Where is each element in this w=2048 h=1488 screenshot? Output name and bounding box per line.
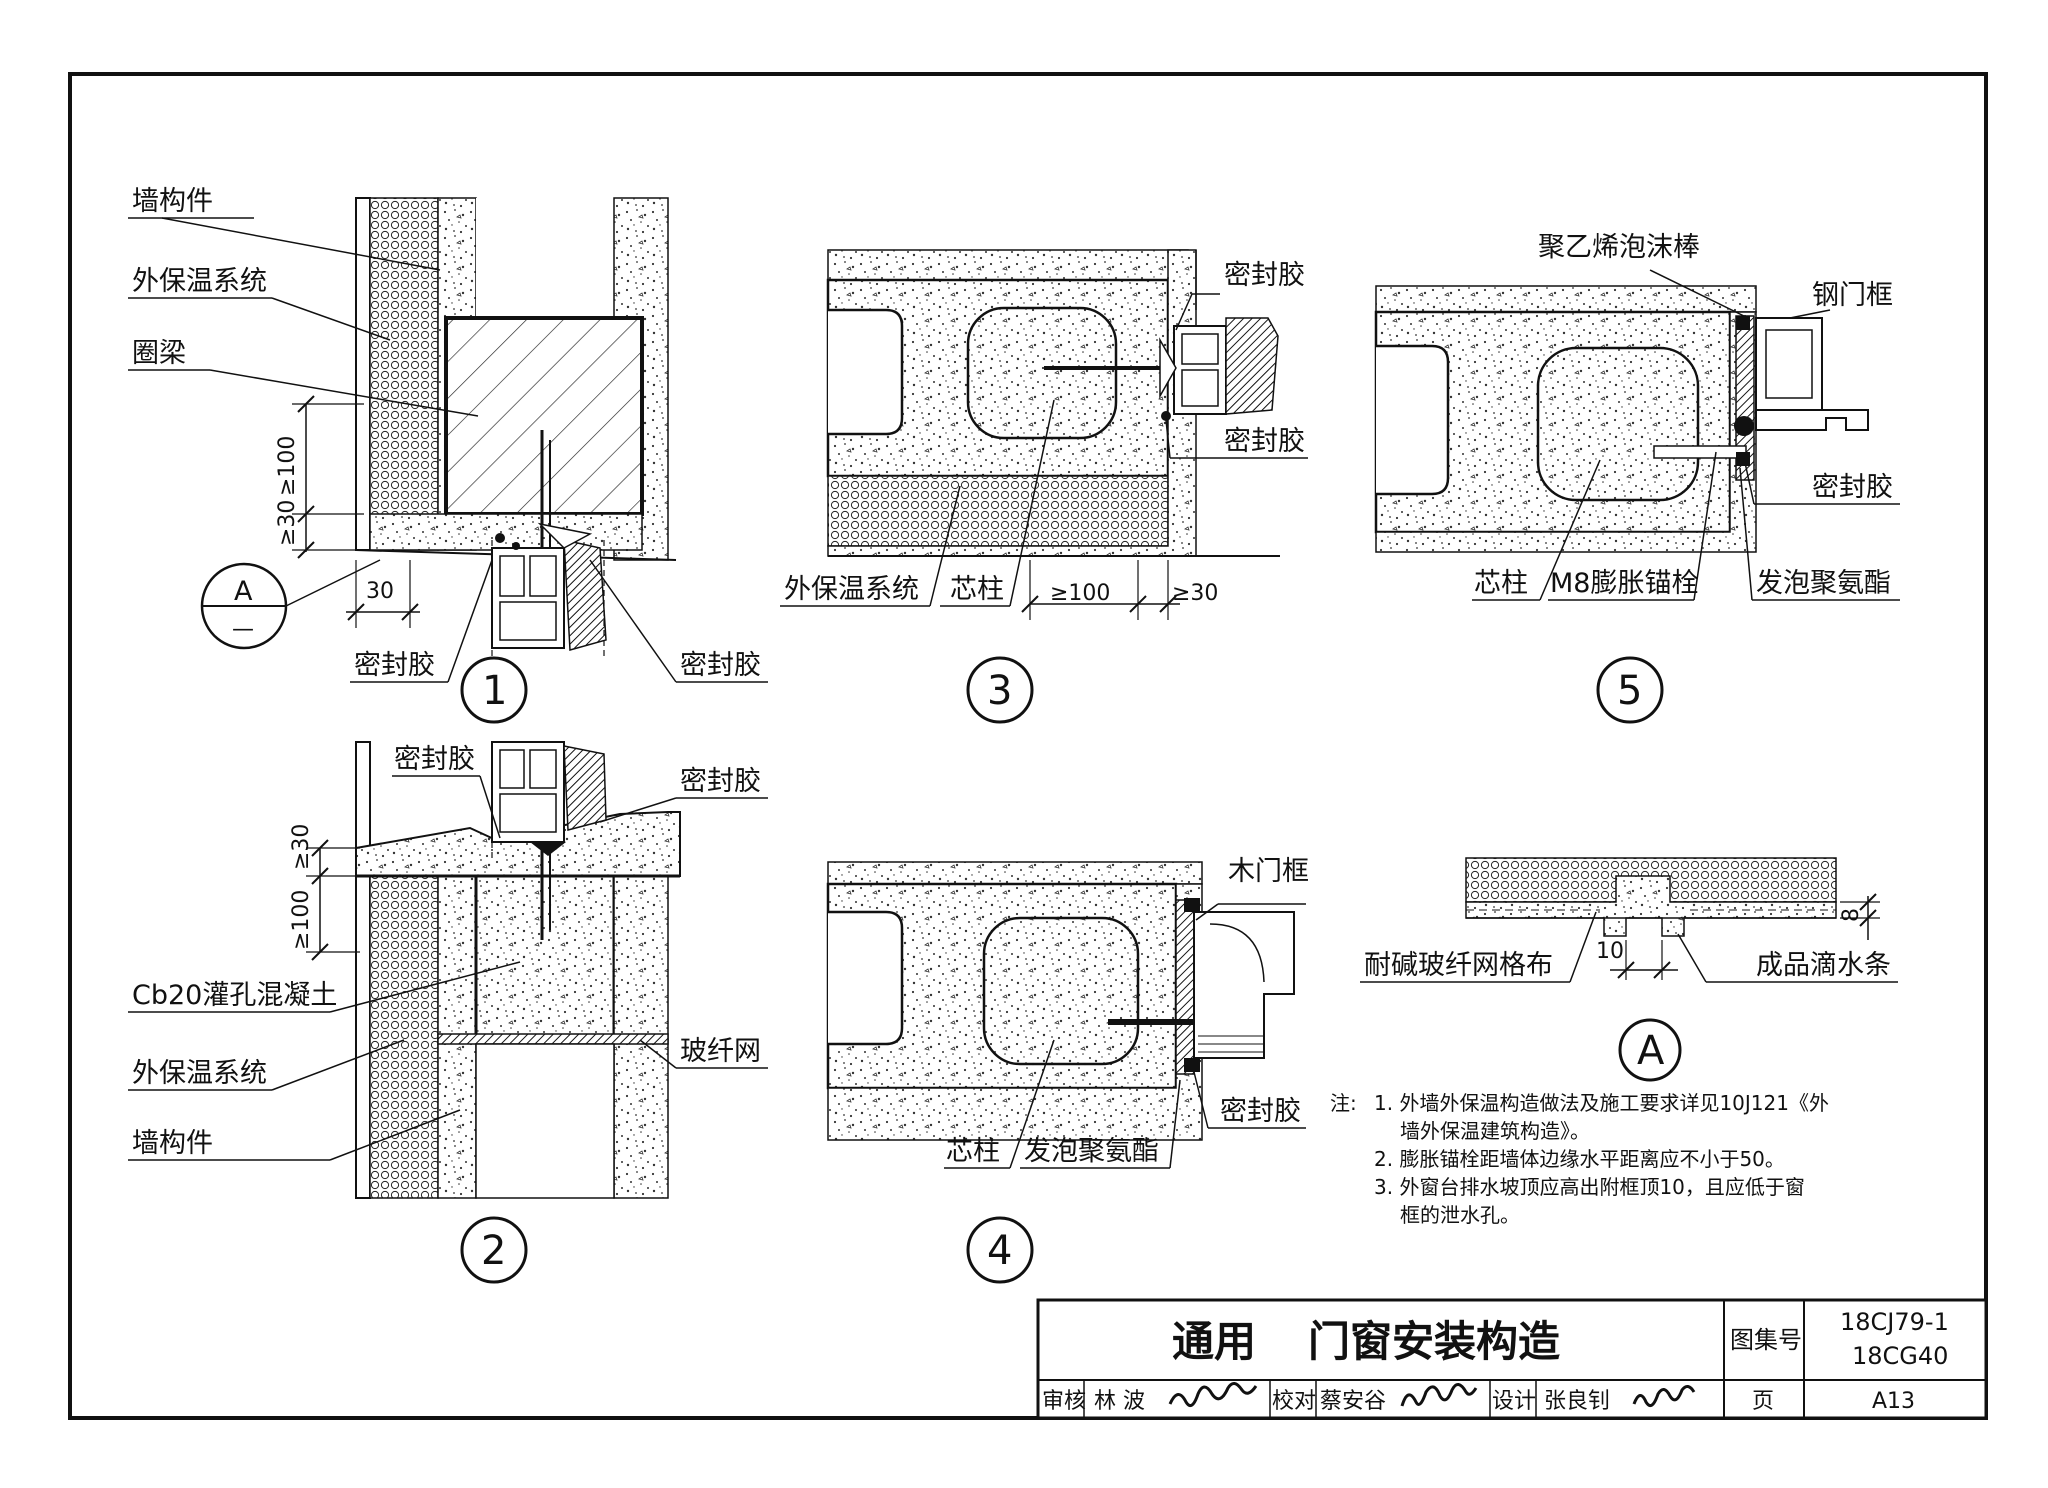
label-core-column-3: 芯柱 bbox=[950, 574, 1004, 605]
callout-A: A — bbox=[200, 559, 381, 650]
label-concrete-2: Cb20灌孔混凝土 bbox=[132, 980, 337, 1011]
reviewer-signature bbox=[1168, 1382, 1258, 1408]
detail-number-3-badge bbox=[966, 656, 1034, 724]
checker-name: 蔡安谷 bbox=[1320, 1389, 1386, 1414]
ring-beam bbox=[444, 316, 644, 516]
label-insulation-3: 外保温系统 bbox=[784, 574, 919, 605]
label-anchor-5: M8膨胀锚栓 bbox=[1550, 568, 1698, 599]
atlas-label: 图集号 bbox=[1730, 1326, 1802, 1354]
label-drip-A: 成品滴水条 bbox=[1756, 950, 1891, 981]
window-frame-3 bbox=[1159, 317, 1279, 421]
dim-10-A: 10 bbox=[1596, 939, 1624, 964]
core-column-5 bbox=[1536, 346, 1700, 502]
label-wood-frame-4: 木门框 bbox=[1228, 856, 1309, 887]
reviewer-name: 林 波 bbox=[1094, 1389, 1145, 1414]
dim-ge100-horizontal-3: ≥100 bbox=[1050, 581, 1110, 606]
detail-4: 木门框 密封胶 芯柱 发泡聚氨酯 4 bbox=[826, 856, 1309, 1284]
detail-3: 密封胶 密封胶 外保温系统 芯柱 ≥100 ≥30 3 bbox=[780, 249, 1308, 724]
label-insulation-1: 外保温系统 bbox=[132, 266, 267, 297]
label-wall-member-1: 墙构件 bbox=[132, 186, 213, 217]
label-sealant-5: 密封胶 bbox=[1812, 472, 1893, 503]
detail-number-1-badge bbox=[460, 656, 528, 724]
steel-frame-5 bbox=[1755, 317, 1869, 431]
label-sealant-3-top: 密封胶 bbox=[1224, 260, 1305, 291]
label-core-column-5: 芯柱 bbox=[1474, 568, 1528, 599]
label-ring-beam: 圈梁 bbox=[132, 338, 186, 369]
atlas-number-2: 18CG40 bbox=[1852, 1342, 1948, 1370]
core-column-4 bbox=[982, 916, 1140, 1066]
review-label: 审核 bbox=[1042, 1389, 1086, 1414]
dim-8-A: 8 bbox=[1839, 908, 1864, 922]
notes: 注: 1. 外墙外保温构造做法及施工要求详见10J121《外 墙外保温建筑构造》… bbox=[1330, 1091, 1829, 1227]
dim-ge100-vertical-2: ≥100 bbox=[289, 890, 314, 950]
note-1-line-2: 墙外保温建筑构造》。 bbox=[1400, 1119, 1590, 1143]
detail-number-5: 5 bbox=[1617, 668, 1642, 714]
detail-number-2: 2 bbox=[481, 1228, 506, 1274]
dim-ge30-vertical-2: ≥30 bbox=[289, 824, 314, 870]
notes-prefix: 注: bbox=[1330, 1091, 1357, 1115]
label-steel-frame-5: 钢门框 bbox=[1812, 280, 1893, 311]
title-category: 通用 bbox=[1172, 1317, 1256, 1366]
detail-letter-A: A bbox=[1637, 1028, 1665, 1074]
page-label: 页 bbox=[1752, 1389, 1774, 1414]
label-sealant-2-left: 密封胶 bbox=[394, 744, 475, 775]
detail-1: 墙构件 外保温系统 圈梁 ≥100 ≥30 30 A — 密封胶 bbox=[128, 186, 768, 724]
label-sealant-1-right: 密封胶 bbox=[680, 650, 761, 681]
detail-number-4-badge bbox=[966, 1216, 1034, 1284]
label-sealant-4: 密封胶 bbox=[1220, 1096, 1301, 1127]
atlas-number-1: 18CJ79-1 bbox=[1840, 1308, 1949, 1336]
detail-number-1: 1 bbox=[482, 668, 507, 714]
label-foam-pu-4: 发泡聚氨酯 bbox=[1024, 1136, 1159, 1167]
design-label: 设计 bbox=[1492, 1389, 1536, 1414]
label-wall-member-2: 墙构件 bbox=[132, 1128, 213, 1159]
label-insulation-2: 外保温系统 bbox=[132, 1058, 267, 1089]
sheet-border bbox=[68, 72, 1988, 1420]
note-3-line-2: 框的泄水孔。 bbox=[1400, 1203, 1520, 1227]
dim-ge100-vertical-1: ≥100 bbox=[275, 436, 300, 496]
detail-letter-A-badge bbox=[1618, 1018, 1682, 1082]
page-number: A13 bbox=[1872, 1389, 1915, 1414]
callout-A-letter: A bbox=[234, 576, 253, 607]
dim-ge30-vertical-1: ≥30 bbox=[275, 500, 300, 546]
detail-number-4: 4 bbox=[987, 1228, 1012, 1274]
check-label: 校对 bbox=[1272, 1389, 1316, 1414]
detail-A: 耐碱玻纤网格布 成品滴水条 10 8 A bbox=[1360, 857, 1898, 1082]
note-2: 2. 膨胀锚栓距墙体边缘水平距离应不小于50。 bbox=[1374, 1147, 1785, 1171]
checker-signature bbox=[1400, 1383, 1478, 1407]
wood-frame-4 bbox=[1193, 911, 1295, 1059]
label-mesh-A: 耐碱玻纤网格布 bbox=[1364, 950, 1553, 981]
title-block: 通用 门窗安装构造 图集号 18CJ79-1 18CG40 审核 林 波 校对 … bbox=[1036, 1298, 1988, 1420]
detail-5: 聚乙烯泡沫棒 钢门框 密封胶 芯柱 M8膨胀锚栓 发泡聚氨酯 5 bbox=[1374, 232, 1900, 724]
callout-A-sheet: — bbox=[232, 617, 254, 642]
title-text: 门窗安装构造 bbox=[1308, 1317, 1560, 1366]
label-core-column-4: 芯柱 bbox=[946, 1136, 1000, 1167]
detail-number-2-badge bbox=[460, 1216, 528, 1284]
detail-number-3: 3 bbox=[987, 668, 1012, 714]
designer-signature bbox=[1632, 1385, 1696, 1408]
label-sealant-2-right: 密封胶 bbox=[680, 766, 761, 797]
detail-number-5-badge bbox=[1596, 656, 1664, 724]
label-sealant-1-left: 密封胶 bbox=[354, 650, 435, 681]
label-sealant-3-bottom: 密封胶 bbox=[1224, 426, 1305, 457]
note-3-line-1: 3. 外窗台排水坡顶应高出附框顶10，且应低于窗 bbox=[1374, 1175, 1805, 1199]
label-pe-rod-5: 聚乙烯泡沫棒 bbox=[1538, 232, 1700, 263]
note-1-line-1: 1. 外墙外保温构造做法及施工要求详见10J121《外 bbox=[1374, 1091, 1829, 1115]
detail-2: ≥30 ≥100 密封胶 密封胶 Cb20灌孔混凝土 玻纤网 外保温系统 墙构件… bbox=[128, 741, 768, 1284]
label-mesh-2: 玻纤网 bbox=[680, 1036, 761, 1067]
dim-30-horizontal-1: 30 bbox=[366, 579, 394, 604]
core-column-3 bbox=[966, 306, 1118, 440]
designer-name: 张良钊 bbox=[1544, 1389, 1610, 1414]
dim-ge30-horizontal-3: ≥30 bbox=[1172, 581, 1218, 606]
label-foam-pu-5: 发泡聚氨酯 bbox=[1756, 568, 1891, 599]
